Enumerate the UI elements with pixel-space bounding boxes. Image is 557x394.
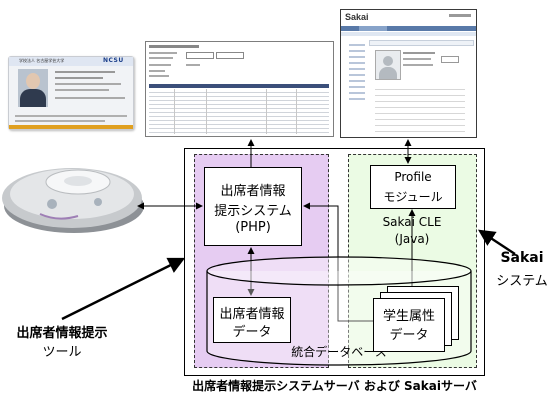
attendance-web-screenshot <box>145 41 334 137</box>
student-data-line1: 学生属性 <box>382 309 435 324</box>
right-label-line1: Sakai <box>500 250 544 266</box>
sakai-cle-line2: (Java) <box>394 232 430 246</box>
attendance-data-box: 出席者情報 データ <box>213 297 291 343</box>
card-reader-device <box>2 168 144 233</box>
profile-line2: モジュール <box>383 190 443 204</box>
profile-module-box: Profile モジュール <box>370 165 456 209</box>
sakai-web-screenshot: Sakai <box>340 9 477 138</box>
php-line2: 提示システム <box>214 204 292 219</box>
attendance-data-line1: 出席者情報 <box>219 307 285 322</box>
database-label: 統合データベース <box>291 345 387 359</box>
student-data-box: 学生属性 データ <box>373 298 445 352</box>
id-card-logo: NCSU <box>103 57 124 64</box>
id-card-image: 学校法人 名古屋学芸大学 NCSU <box>8 56 134 130</box>
student-data-line2: データ <box>389 328 429 343</box>
left-label-line1: 出席者情報提示 <box>16 326 108 341</box>
sakai-logo: Sakai <box>345 12 369 22</box>
sakai-cle-line1: Sakai CLE <box>382 215 442 229</box>
php-system-box: 出席者情報 提示システム (PHP) <box>204 167 302 246</box>
left-label-line2: ツール <box>42 345 82 360</box>
id-card-header: 学校法人 名古屋学芸大学 <box>19 58 65 63</box>
right-label-line2: システム <box>496 274 548 289</box>
php-line3: (PHP) <box>235 220 271 235</box>
php-line1: 出席者情報 <box>220 184 286 199</box>
id-card-photo <box>18 69 48 107</box>
server-caption: 出席者情報提示システムサーバ および Sakaiサーバ <box>192 379 477 393</box>
profile-line1: Profile <box>394 170 432 184</box>
attendance-data-line2: データ <box>232 325 272 340</box>
